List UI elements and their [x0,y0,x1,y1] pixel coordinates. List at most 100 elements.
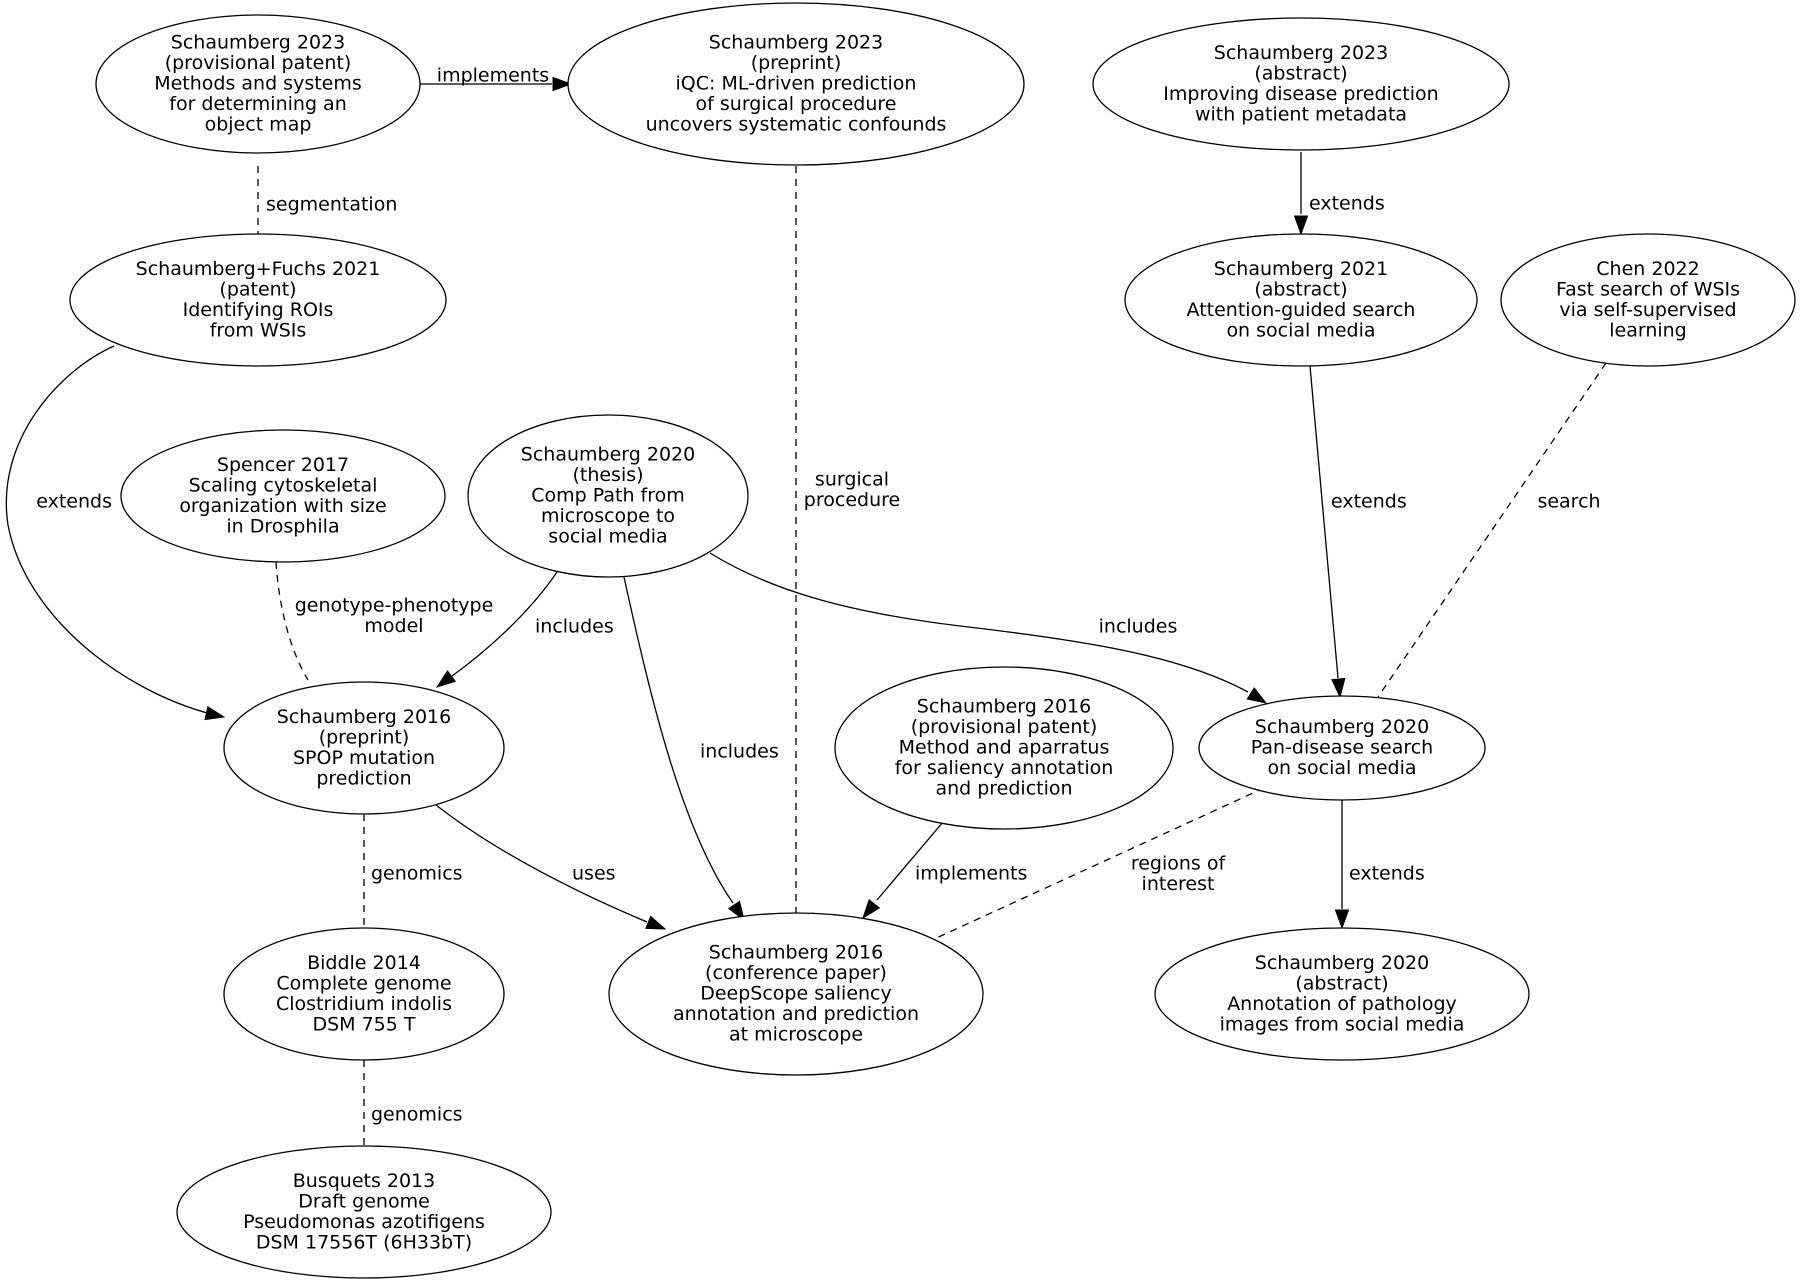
node-label-line: organization with size [179,495,386,517]
edge-label: extends [1349,863,1425,885]
node-label-line: Schaumberg 2016 [917,696,1091,718]
edge-line [1377,362,1607,698]
node-label-line: Scaling cytoskeletal [189,474,378,496]
node-label-line: Clostridium indolis [276,993,452,1015]
node-ellipse [69,233,447,367]
node-label-line: from WSIs [210,319,307,341]
node-fuchs2021[interactable]: Schaumberg+Fuchs 2021(patent)Identifying… [69,233,447,367]
node-label-line: Annotation of pathology [1227,993,1457,1015]
edge-spop2016-to-deepscope2016: uses [435,804,667,930]
node-label-line: Complete genome [276,972,451,994]
node-label-line: (provisional patent) [165,52,352,74]
node-label-line: DSM 755 T [312,1013,415,1035]
node-label-line: Comp Path from [531,485,685,507]
node-label-line: (abstract) [1254,62,1347,84]
arrowhead-icon [727,900,745,922]
node-label-line: Method and aparratus [899,737,1110,759]
node-abstract2023[interactable]: Schaumberg 2023(abstract)Improving disea… [1092,17,1510,151]
node-label-line: Schaumberg 2016 [277,706,451,728]
node-spop2016[interactable]: Schaumberg 2016(preprint)SPOP mutationpr… [223,681,505,815]
edge-fuchs2021-to-spop2016: extends [5,345,226,721]
node-ellipse [95,14,421,154]
edge-spop2016-to-biddle2014: genomics [363,814,463,928]
node-label-line: (abstract) [1295,972,1388,994]
edge-label: genomics [371,1104,463,1126]
edge-label: regions of [1131,852,1227,874]
edge-label: genotype-phenotype [295,594,494,616]
node-label-line: via self-supervised [1559,299,1736,321]
node-label-line: at microscope [729,1024,863,1046]
node-ellipse [176,1145,552,1279]
node-annotation2020[interactable]: Schaumberg 2020(abstract)Annotation of p… [1154,927,1530,1061]
node-label-line: Schaumberg 2020 [1255,952,1429,974]
node-ellipse [1500,233,1796,367]
edge-abstract2021-to-pandisease2020: extends [1309,365,1407,699]
edge-thesis2020-to-pandisease2020: includes [709,552,1268,704]
arrowhead-icon [645,915,667,930]
edge-patent2023-to-iqc2023: implements [420,65,573,92]
node-label-line: annotation and prediction [673,1003,919,1025]
edge-label: search [1537,491,1600,513]
node-label-line: with patient metadata [1195,103,1407,125]
edge-label: surgical [815,468,889,490]
node-patent2023[interactable]: Schaumberg 2023(provisional patent)Metho… [95,14,421,154]
node-label-line: (preprint) [319,726,410,748]
node-label-line: for saliency annotation [895,757,1114,779]
node-thesis2020[interactable]: Schaumberg 2020(thesis)Comp Path frommic… [467,414,749,578]
edge-label: model [364,615,423,637]
node-label-line: DeepScope saliency [700,983,892,1005]
node-deepscope2016[interactable]: Schaumberg 2016(conference paper)DeepSco… [608,912,984,1076]
node-label-line: social media [548,526,667,548]
node-ellipse [467,414,749,578]
node-label-line: prediction [316,767,411,789]
node-ellipse [1198,695,1486,801]
node-ellipse [1124,233,1478,367]
node-label-line: iQC: ML-driven prediction [676,73,917,95]
node-label-line: Schaumberg 2021 [1214,258,1388,280]
edge-label: implements [915,863,1027,885]
arrowhead-icon [862,899,881,920]
node-label-line: Spencer 2017 [217,454,349,476]
edge-biddle2014-to-busquets2013: genomics [363,1060,463,1146]
node-label-line: Schaumberg 2023 [171,32,345,54]
edge-pandisease2020-to-annotation2020: extends [1334,800,1425,930]
node-ellipse [834,666,1174,830]
edge-label: extends [1309,193,1385,215]
node-label-line: Identifying ROIs [183,299,334,321]
node-label-line: Busquets 2013 [293,1170,436,1192]
node-saliencypatent2016[interactable]: Schaumberg 2016(provisional patent)Metho… [834,666,1174,830]
node-ellipse [1154,927,1530,1061]
edge-thesis2020-to-spop2016: includes [435,571,614,688]
node-label-line: images from social media [1220,1013,1465,1035]
edge-line [876,821,944,901]
node-label-line: Draft genome [298,1190,430,1212]
node-label-line: (thesis) [572,464,643,486]
edge-label: includes [1099,616,1178,638]
node-iqc2023[interactable]: Schaumberg 2023(preprint)iQC: ML-driven … [567,2,1025,166]
arrowhead-icon [435,670,457,688]
node-label-line: Pan-disease search [1251,737,1433,759]
edge-label: includes [535,616,614,638]
edge-line [1309,365,1339,679]
edge-chen2022-to-pandisease2020: search [1377,362,1607,698]
edge-thesis2020-to-deepscope2016: includes [623,576,779,922]
node-label-line: (abstract) [1254,278,1347,300]
node-label-line: for determining an [169,93,346,115]
node-ellipse [223,927,505,1061]
node-label-line: Pseudomonas azotifigens [243,1211,485,1233]
node-label-line: DSM 17556T (6H33bT) [256,1231,472,1253]
node-abstract2021[interactable]: Schaumberg 2021(abstract)Attention-guide… [1124,233,1478,367]
edge-line [709,552,1249,693]
node-label-line: (preprint) [751,52,842,74]
edge-saliencypatent2016-to-deepscope2016: implements [862,821,1027,920]
